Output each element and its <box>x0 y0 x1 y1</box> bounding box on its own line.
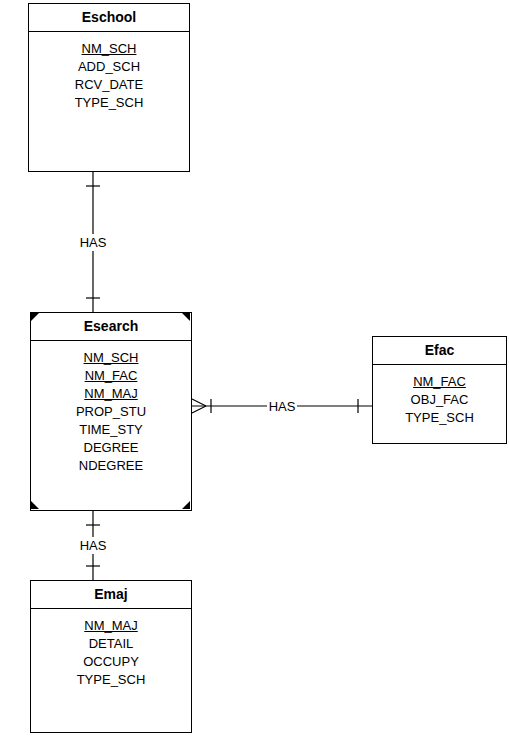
key-attribute: NM_FAC <box>37 367 185 385</box>
connector-line <box>357 399 358 413</box>
key-attribute: NM_SCH <box>35 40 183 58</box>
relationship-label: HAS <box>78 537 109 554</box>
key-attribute: NM_FAC <box>379 373 500 391</box>
connector-line <box>210 399 211 413</box>
connector-line <box>86 565 100 566</box>
connector-line <box>192 399 206 406</box>
corner-mark <box>182 313 190 321</box>
entity-name: Eschool <box>29 4 189 32</box>
attribute: TYPE_SCH <box>379 409 500 427</box>
connector-line <box>192 406 206 413</box>
attribute: OBJ_FAC <box>379 391 500 409</box>
attribute: ADD_SCH <box>35 58 183 76</box>
corner-mark <box>31 501 39 509</box>
attribute-list: NM_FACOBJ_FACTYPE_SCH <box>373 365 506 435</box>
key-attribute: NM_MAJ <box>37 385 185 403</box>
relationship-label: HAS <box>267 398 298 415</box>
entity-name: Emaj <box>31 581 191 609</box>
attribute-list: NM_SCHNM_FACNM_MAJPROP_STUTIME_STYDEGREE… <box>31 341 191 483</box>
entity-box: EschoolNM_SCHADD_SCHRCV_DATETYPE_SCH <box>28 3 190 172</box>
corner-mark <box>31 313 39 321</box>
attribute: TIME_STY <box>37 421 185 439</box>
attribute: NDEGREE <box>37 457 185 475</box>
attribute: OCCUPY <box>37 653 185 671</box>
key-attribute: NM_SCH <box>37 349 185 367</box>
attribute: DETAIL <box>37 635 185 653</box>
attribute: RCV_DATE <box>35 76 183 94</box>
corner-mark <box>182 501 190 509</box>
attribute: DEGREE <box>37 439 185 457</box>
connector-line <box>86 185 100 186</box>
connector-line <box>86 524 100 525</box>
entity-box: EmajNM_MAJDETAILOCCUPYTYPE_SCH <box>30 580 192 733</box>
attribute-list: NM_MAJDETAILOCCUPYTYPE_SCH <box>31 609 191 697</box>
entity-box: EsearchNM_SCHNM_FACNM_MAJPROP_STUTIME_ST… <box>30 312 192 511</box>
key-attribute: NM_MAJ <box>37 617 185 635</box>
connector-line <box>86 297 100 298</box>
entity-box: EfacNM_FACOBJ_FACTYPE_SCH <box>372 336 507 444</box>
relationship-label: HAS <box>78 234 109 251</box>
entity-name: Esearch <box>31 313 191 341</box>
entity-name: Efac <box>373 337 506 365</box>
attribute-list: NM_SCHADD_SCHRCV_DATETYPE_SCH <box>29 32 189 120</box>
attribute: TYPE_SCH <box>37 671 185 689</box>
attribute: PROP_STU <box>37 403 185 421</box>
attribute: TYPE_SCH <box>35 94 183 112</box>
